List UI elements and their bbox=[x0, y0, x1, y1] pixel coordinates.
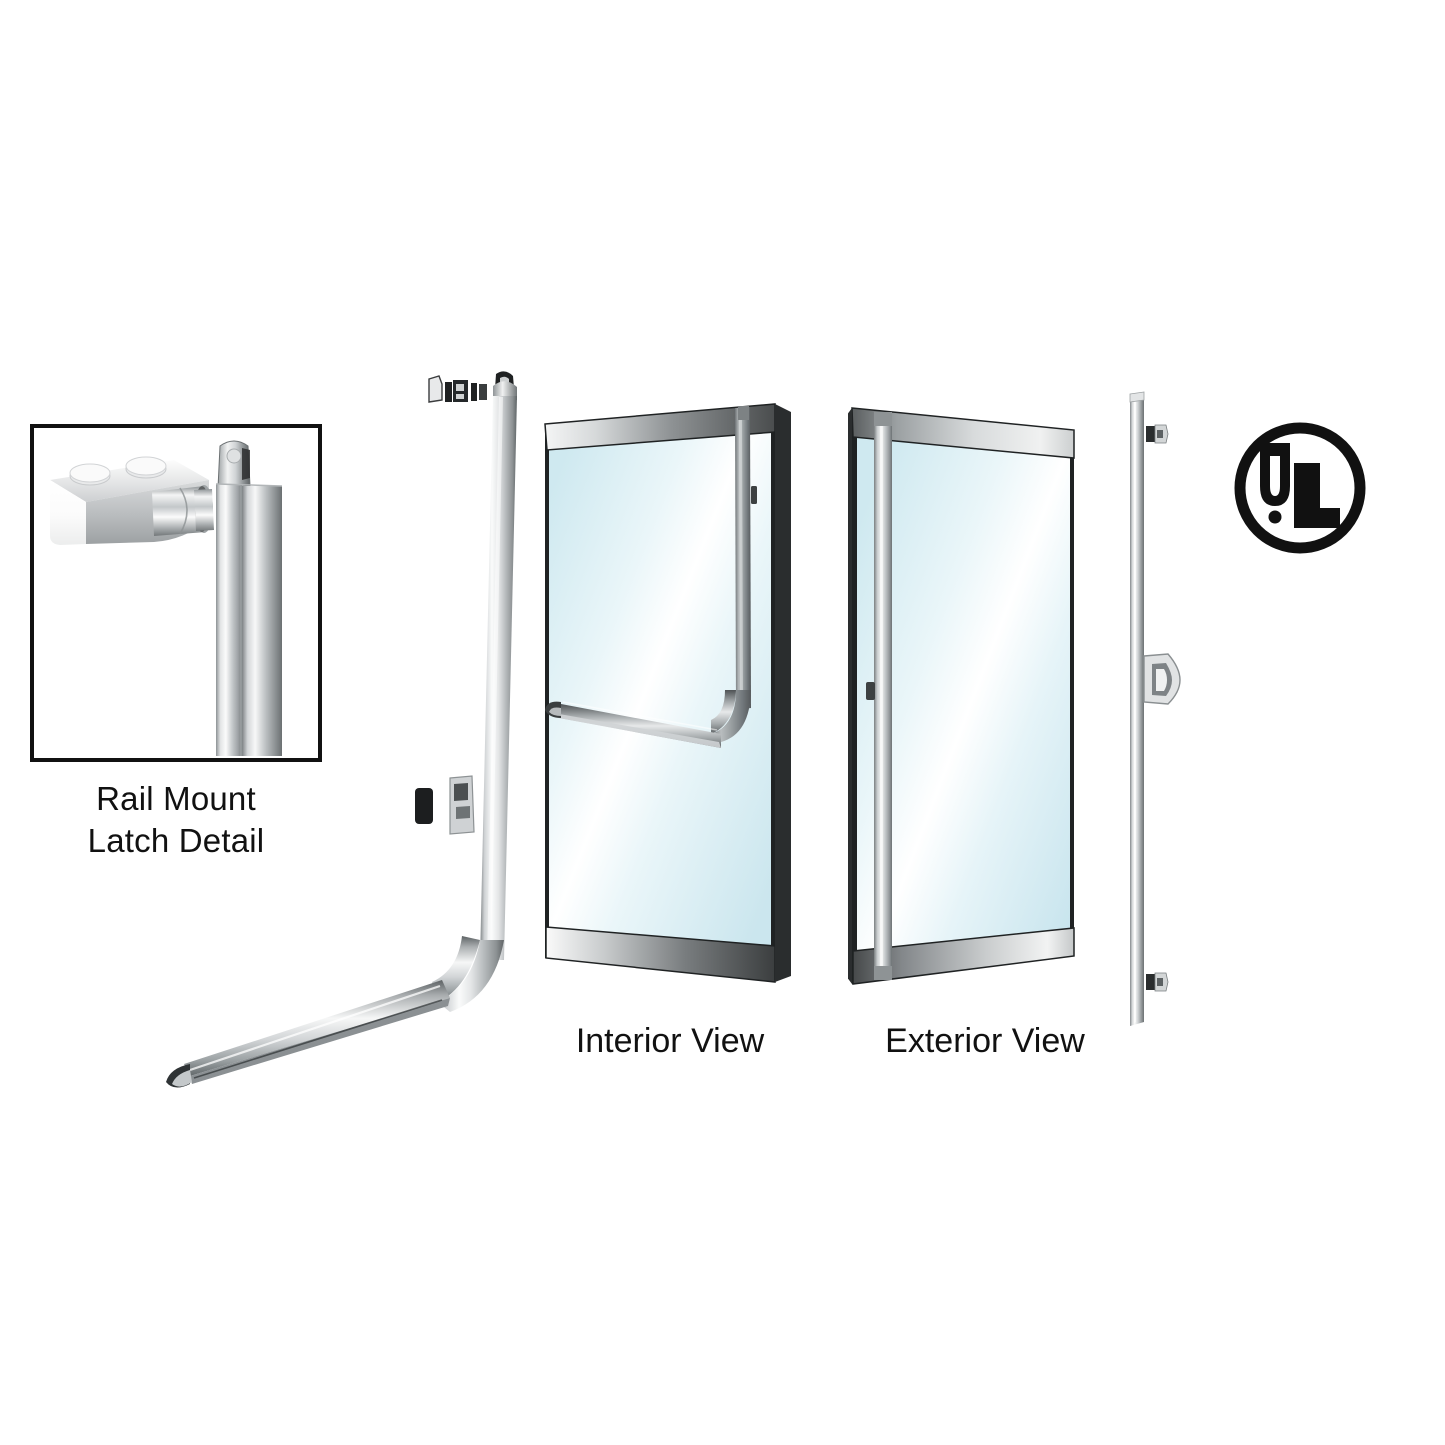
pivot-knuckle bbox=[194, 489, 214, 531]
push-bar-arm-highlight bbox=[189, 984, 441, 1072]
exterior-latch-keeper bbox=[866, 682, 875, 700]
edge-profile-illustration bbox=[1129, 391, 1181, 1026]
hardware-bracket-window bbox=[456, 384, 464, 391]
mount-block-top bbox=[50, 460, 209, 502]
interior-push-bar-arm-tip-highlight bbox=[549, 707, 561, 716]
push-bar-vertical-highlight bbox=[487, 397, 503, 960]
exterior-pull-handle-highlight bbox=[880, 414, 883, 978]
rail-tube-outer bbox=[242, 486, 282, 756]
exterior-bottom-rail bbox=[852, 927, 1075, 985]
exterior-door-illustration bbox=[846, 407, 1075, 985]
interior-push-bar-arm-underline bbox=[559, 714, 721, 748]
interior-view-label: Interior View bbox=[575, 1022, 765, 1060]
mid-latch-keeper bbox=[1143, 653, 1181, 705]
edge-profile-bar bbox=[1130, 392, 1144, 1026]
push-bar-arm-shadow-line bbox=[193, 999, 443, 1079]
exterior-handle-bottom-standoff bbox=[874, 966, 892, 980]
exterior-view-door bbox=[846, 390, 1138, 1010]
interior-push-bar-top-mount bbox=[738, 406, 749, 420]
clevis-shadow-slot bbox=[242, 448, 250, 480]
push-bar-illustration bbox=[166, 371, 517, 1088]
bottom-latch-bracket bbox=[1146, 972, 1169, 992]
pivot-barrel bbox=[152, 486, 206, 536]
rail-tube-top-edge bbox=[215, 483, 283, 487]
clevis-pin-hole bbox=[226, 448, 242, 464]
latch-detail-illustration bbox=[50, 440, 283, 756]
push-bar-vertical-tube bbox=[480, 396, 517, 960]
exterior-handle-top-standoff bbox=[874, 412, 892, 426]
edge-profile-top-cap bbox=[1129, 391, 1145, 403]
interior-door-glass bbox=[549, 412, 771, 974]
interior-arm-highlight bbox=[562, 701, 718, 731]
push-bar-top-cap bbox=[493, 381, 517, 400]
door-edge-profile-view bbox=[1110, 378, 1210, 1038]
edge-profile-highlight bbox=[1134, 396, 1136, 1023]
ul-mark-graphic bbox=[1234, 422, 1366, 554]
ul-listed-mark bbox=[1228, 416, 1372, 560]
ul-letter-u bbox=[1260, 443, 1290, 506]
rail-tube-inner bbox=[216, 484, 242, 756]
ul-dot bbox=[1268, 510, 1282, 524]
push-bar-assembly bbox=[150, 370, 530, 1100]
interior-door-edge bbox=[775, 404, 791, 982]
interior-push-bar-highlight bbox=[739, 410, 743, 709]
interior-view-door bbox=[535, 390, 835, 1010]
exterior-view-label: Exterior View bbox=[885, 1022, 1085, 1060]
hardware-latch-bracket-a bbox=[445, 382, 452, 402]
hardware-bracket-slot bbox=[456, 394, 464, 399]
rail-mount-latch-detail-box bbox=[30, 424, 322, 762]
caption-line-2: Latch Detail bbox=[87, 822, 265, 859]
exterior-door-edge bbox=[846, 408, 852, 984]
mount-block-front-rounded bbox=[50, 480, 86, 545]
caption-line-1: Rail Mount bbox=[96, 780, 256, 817]
mid-mount-bracket bbox=[449, 775, 475, 835]
hardware-end-cap bbox=[428, 375, 443, 403]
top-latch-bracket bbox=[1146, 424, 1169, 444]
push-bar-arm-end-highlight bbox=[172, 1070, 192, 1087]
interior-push-bar-elbow bbox=[711, 690, 736, 734]
exterior-door-glass bbox=[857, 417, 1070, 975]
mount-boss-right-cap bbox=[125, 456, 167, 476]
interior-push-bar-elbow-outer bbox=[711, 690, 751, 742]
exterior-top-rail bbox=[851, 407, 1075, 459]
interior-push-bar-latch-indicator bbox=[751, 486, 757, 504]
mount-boss-left-cap bbox=[69, 463, 111, 483]
push-bar-elbow-outer bbox=[438, 940, 504, 1012]
interior-push-bar-vertical[interactable] bbox=[735, 407, 751, 710]
ul-mark-circle bbox=[1234, 422, 1366, 554]
push-bar-arm-underside bbox=[190, 998, 450, 1084]
hardware-latch-block bbox=[479, 384, 487, 400]
strike-block bbox=[415, 788, 433, 824]
rail-mount-latch-caption: Rail Mount Latch Detail bbox=[26, 778, 326, 862]
hardware-latch-housing bbox=[471, 383, 477, 401]
interior-door-illustration bbox=[544, 403, 791, 983]
barrel-highlight bbox=[179, 487, 188, 535]
ul-letter-l bbox=[1294, 463, 1340, 528]
